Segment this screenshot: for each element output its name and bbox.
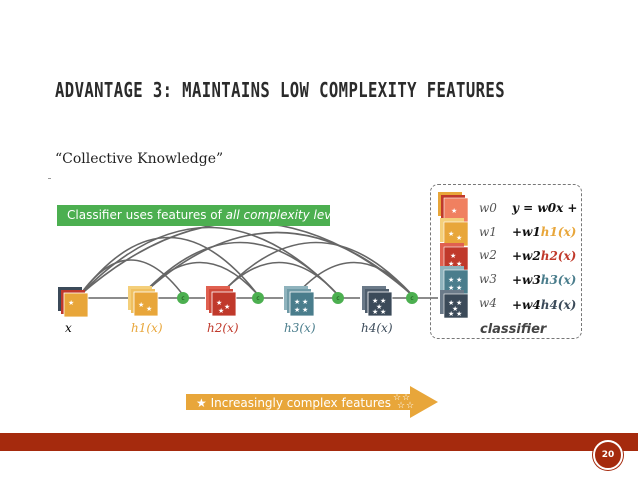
equation-line-0: y = w0x + [512, 201, 578, 215]
arc-h1-c4 [141, 231, 413, 296]
node-x-block [58, 287, 89, 318]
concat-circle-2 [252, 292, 264, 304]
equation-line-2: +w2h2(x) [512, 249, 577, 263]
concat-circle-4 [406, 292, 418, 304]
weight-w3: w3 [479, 272, 497, 286]
node-label-x: x [65, 321, 72, 335]
star-icon: ☆ [393, 393, 401, 403]
classifier-banner: Classifier uses features of all complexi… [57, 205, 330, 226]
equation-line-3: +w3h3(x) [512, 273, 577, 287]
bullet-dot [48, 178, 51, 179]
star-icon: ★ [224, 303, 230, 311]
star-icon: ★ [448, 230, 454, 238]
star-icon: ★ [302, 306, 308, 314]
star-icon: ★ [448, 276, 454, 284]
star-icon: ★ [450, 252, 456, 260]
weight-w1: w1 [479, 225, 497, 239]
node-h2-block [206, 286, 237, 317]
star-icon: ☆ [397, 401, 405, 411]
star-icon: ★ [448, 284, 454, 292]
star-icon: ★ [452, 305, 458, 313]
equation-line-1: +w1h1(x) [512, 225, 577, 239]
classifier-stars: ★ ★★ ★★★ ★★★★ ★★★★★ [448, 207, 462, 318]
star-icon: ★ [376, 303, 382, 311]
arrow-end-stars: ☆ ☆ ☆ ☆ [393, 393, 414, 411]
arc-h1-c3 [141, 241, 339, 296]
star-icon: ★ [372, 297, 378, 305]
concat-circle-1 [177, 292, 189, 304]
classifier-label: classifier [480, 322, 547, 337]
node-h4-block [362, 286, 393, 317]
star-icon: ★ [456, 299, 462, 307]
equation-line-4: +w4h4(x) [512, 298, 577, 312]
arrow-label: ★ Increasingly complex features [196, 396, 391, 410]
concat-label: c [256, 295, 259, 302]
node-label-h3: h3(x) [284, 321, 316, 335]
star-icon: ★ [380, 297, 386, 305]
star-icon: ★ [451, 207, 457, 215]
node-h3-block [284, 286, 315, 317]
concat-label: c [181, 295, 184, 302]
node-label-h4: h4(x) [361, 321, 393, 335]
star-icon: ★ [294, 298, 300, 306]
star-icon: ★ [218, 307, 224, 315]
block-stars: ★ ★★ ★★★ ★★★★ ★★★★★ [68, 297, 386, 316]
star-icon: ★ [456, 234, 462, 242]
star-icon: ★ [448, 260, 454, 268]
star-icon: ★ [456, 276, 462, 284]
star-icon: ★ [216, 299, 222, 307]
node-h1-block [128, 286, 159, 317]
skip-arcs [79, 221, 413, 296]
star-icon: ★ [456, 260, 462, 268]
star-icon: ★ [294, 306, 300, 314]
star-icon: ★ [196, 396, 207, 410]
node-label-h2: h2(x) [207, 321, 239, 335]
classifier-feature-stack [438, 192, 469, 319]
page-number: 20 [593, 440, 623, 470]
star-icon: ★ [448, 299, 454, 307]
star-icon: ★ [146, 305, 152, 313]
weight-w2: w2 [479, 248, 497, 262]
arc-h2-c4 [219, 241, 413, 296]
star-icon: ★ [138, 301, 144, 309]
arc-x-c2 [79, 236, 259, 296]
star-icon: ★ [380, 308, 386, 316]
arrow-label-text: Increasingly complex features [210, 396, 392, 410]
concat-label: c [410, 295, 413, 302]
star-icon: ★ [302, 298, 308, 306]
star-icon: ★ [448, 310, 454, 318]
node-label-h1: h1(x) [131, 321, 163, 335]
arc-h3-c4 [295, 261, 413, 296]
weight-w0: w0 [479, 201, 497, 215]
star-icon: ★ [68, 299, 74, 307]
arc-h2-c3 [219, 261, 339, 296]
banner-italic: all complexity levels [225, 208, 330, 222]
star-icon: ★ [456, 284, 462, 292]
slide-title: ADVANTAGE 3: MAINTAINS LOW COMPLEXITY FE… [55, 78, 505, 102]
star-icon: ☆ [406, 401, 414, 411]
concat-nodes [177, 292, 418, 304]
complexity-arrow [186, 386, 438, 418]
banner-prefix: Classifier uses features of [67, 208, 226, 222]
footer-bar [0, 433, 638, 451]
classifier-box [430, 184, 582, 339]
star-icon: ★ [456, 310, 462, 318]
star-icon: ☆ [402, 393, 410, 403]
weight-w4: w4 [479, 296, 497, 310]
slide-subtitle: “Collective Knowledge” [55, 151, 224, 167]
star-icon: ★ [372, 308, 378, 316]
concat-circle-3 [332, 292, 344, 304]
concat-label: c [336, 295, 339, 302]
